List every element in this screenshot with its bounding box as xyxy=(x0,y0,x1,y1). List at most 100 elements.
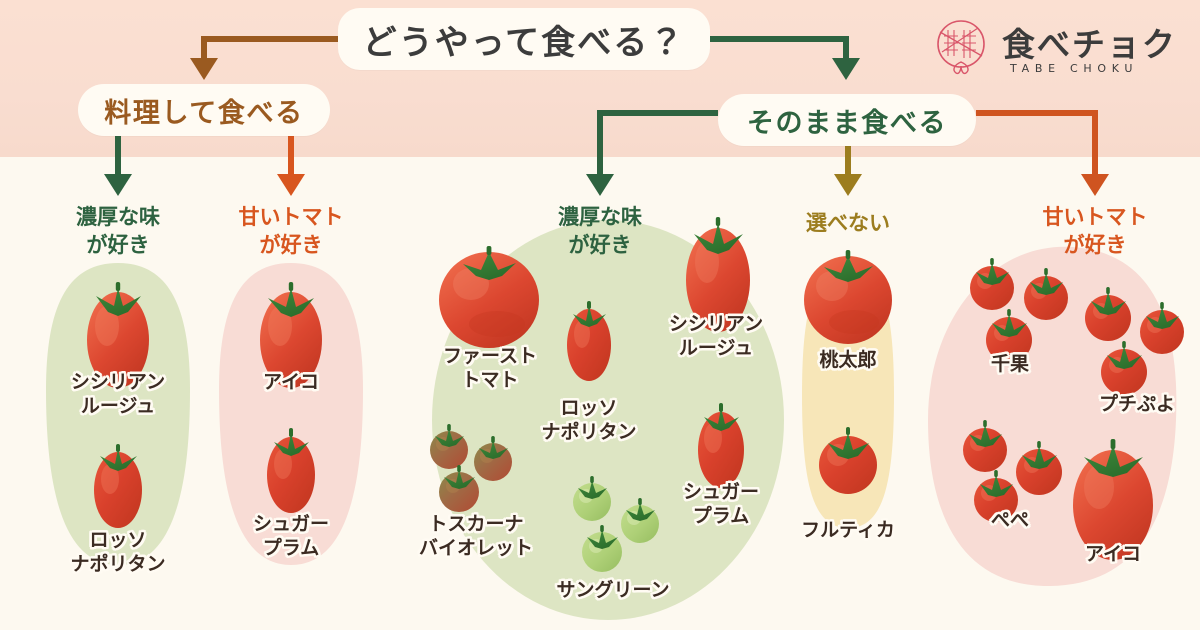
label-c4-fruitica: フルティカ xyxy=(778,518,918,542)
label-line-1: サングリーン xyxy=(556,579,670,601)
label-c3-toscana-violet: トスカーナ バイオレット xyxy=(396,512,556,561)
label-c1-shicilian-rouge: シシリアン ルージュ xyxy=(48,370,188,419)
label-c5-senka: 千果 xyxy=(950,352,1070,376)
heading-line-1: 甘いトマト xyxy=(1042,205,1148,229)
tomato-c5-senka-1 xyxy=(970,258,1014,310)
label-line-2: ルージュ xyxy=(80,395,156,418)
label-c2-aiko: アイコ xyxy=(221,370,361,394)
tomato-c3-sungreen-2 xyxy=(621,498,659,543)
tomato-c3-toscana-violet-1 xyxy=(430,424,468,469)
label-c3-sugar-plum: シュガー プラム xyxy=(651,480,791,529)
tomato-c5-senka-3 xyxy=(986,309,1032,363)
tomato-c1-shicilian-rouge xyxy=(87,282,149,388)
tomato-c2-sugar-plum xyxy=(267,428,315,513)
tomato-c1-rosso-napolitan xyxy=(94,444,142,528)
page-title: どうやって食べる？ xyxy=(338,8,710,70)
label-c4-momotaro: 桃太郎 xyxy=(778,348,918,372)
label-c3-sungreen: サングリーン xyxy=(533,578,693,602)
tomato-c5-puchipuyo-3 xyxy=(1101,341,1147,395)
tomato-c3-toscana-violet-2 xyxy=(474,436,512,481)
label-c5-pepe: ぺぺ xyxy=(950,508,1070,532)
arrowhead-cook-to-col1 xyxy=(104,174,132,196)
label-line-2: プラム xyxy=(262,537,320,560)
heading-line-1: 濃厚な味 xyxy=(76,205,160,229)
tomato-c5-pepe-3 xyxy=(974,470,1018,522)
connector-lines xyxy=(115,36,1098,176)
heading-line-2: が好き xyxy=(1063,232,1127,257)
arrowhead-raw-to-col4 xyxy=(834,174,862,196)
label-line-1: フルティカ xyxy=(801,519,895,541)
arrowhead-raw-to-col5 xyxy=(1081,174,1109,196)
seal-icon xyxy=(937,20,985,75)
label-c3-rosso-napolitan: ロッソ ナポリタン xyxy=(514,396,664,445)
column-heading-raw-none: 選べない xyxy=(778,210,918,238)
arrowhead-cook-to-col2 xyxy=(277,174,305,196)
label-line-1: シシリアン xyxy=(668,313,764,335)
branch-cook-label[interactable]: 料理して食べる xyxy=(78,84,330,136)
label-line-1: ロッソ xyxy=(89,529,147,551)
label-line-1: シシリアン xyxy=(70,371,166,393)
label-line-1: ロッソ xyxy=(560,397,618,419)
tomato-c2-aiko xyxy=(260,282,322,388)
tomato-c5-puchipuyo-2 xyxy=(1140,302,1184,354)
connector-arrowheads xyxy=(104,58,1109,196)
label-line-2: ルージュ xyxy=(678,337,754,360)
label-line-2: プラム xyxy=(692,505,750,528)
heading-line-2: が好き xyxy=(86,232,150,257)
label-c5-aiko: アイコ xyxy=(1053,542,1173,566)
label-c3-first-tomato: ファースト トマト xyxy=(415,344,565,393)
label-line-2: ナポリタン xyxy=(541,421,637,444)
wire-raw-to-col3 xyxy=(597,110,718,176)
tomato-c3-toscana-violet-3 xyxy=(439,465,479,512)
heading-line-1: 甘いトマト xyxy=(238,205,344,229)
label-line-1: ファースト xyxy=(442,345,538,367)
arrowhead-raw-to-col3 xyxy=(586,174,614,196)
arrowhead-title-to-cook xyxy=(190,58,218,80)
logo-romaji: TABE CHOKU xyxy=(1010,62,1139,75)
tomato-c3-rosso-napolitan xyxy=(567,301,611,381)
label-line-2: ナポリタン xyxy=(70,553,166,576)
blob-cook-rich xyxy=(46,263,190,565)
label-line-1: アイコ xyxy=(1084,543,1142,565)
column-heading-cook-sweet: 甘いトマト が好き xyxy=(216,204,366,259)
label-line-1: ぺぺ xyxy=(990,509,1029,531)
tomato-c5-pepe-1 xyxy=(963,420,1007,472)
branch-raw-label[interactable]: そのまま食べる xyxy=(718,94,976,146)
logo-wordmark: 食べチョク xyxy=(1002,25,1177,64)
label-line-1: 桃太郎 xyxy=(819,349,877,371)
brand-logo[interactable]: 食べチョク TABE CHOKU xyxy=(930,14,1180,84)
label-c2-sugar-plum: シュガー プラム xyxy=(221,512,361,561)
label-line-1: 千果 xyxy=(990,353,1029,375)
label-line-2: バイオレット xyxy=(418,537,533,560)
blob-cook-sweet xyxy=(219,263,363,565)
heading-line-1: 濃厚な味 xyxy=(558,205,642,229)
label-c3-shicilian-rouge: シシリアン ルージュ xyxy=(641,312,791,361)
column-heading-raw-sweet: 甘いトマト が好き xyxy=(1020,204,1170,259)
tomato-c5-aiko xyxy=(1073,439,1153,560)
arrowhead-title-to-raw xyxy=(832,58,860,80)
tomato-c4-fruitica xyxy=(819,427,877,494)
heading-line-2: が好き xyxy=(259,232,323,257)
wire-title-to-cook xyxy=(201,36,338,60)
column-heading-raw-rich: 濃厚な味 が好き xyxy=(530,204,670,259)
wire-title-to-raw xyxy=(710,36,849,60)
label-line-1: アイコ xyxy=(262,371,320,393)
tomato-c5-senka-2 xyxy=(1024,268,1068,320)
column-heading-cook-rich: 濃厚な味 が好き xyxy=(48,204,188,259)
label-line-1: トスカーナ xyxy=(428,513,524,535)
label-c1-rosso-napolitan: ロッソ ナポリタン xyxy=(48,528,188,577)
label-c5-puchipuyo: プチぷよ xyxy=(1072,392,1200,416)
label-line-2: トマト xyxy=(461,369,519,392)
heading-line-1: 選べない xyxy=(806,211,890,235)
tomato-c4-momotaro xyxy=(804,250,892,344)
tomato-c3-first-tomato xyxy=(439,246,539,348)
heading-line-2: が好き xyxy=(568,232,632,257)
tomato-c3-sungreen-1 xyxy=(573,476,611,521)
label-line-1: シュガー xyxy=(682,481,759,503)
label-line-1: シュガー xyxy=(252,513,329,535)
label-line-1: プチぷよ xyxy=(1098,393,1175,415)
tomato-c3-shicilian-rouge xyxy=(686,217,750,332)
tomato-c5-pepe-2 xyxy=(1016,441,1062,495)
